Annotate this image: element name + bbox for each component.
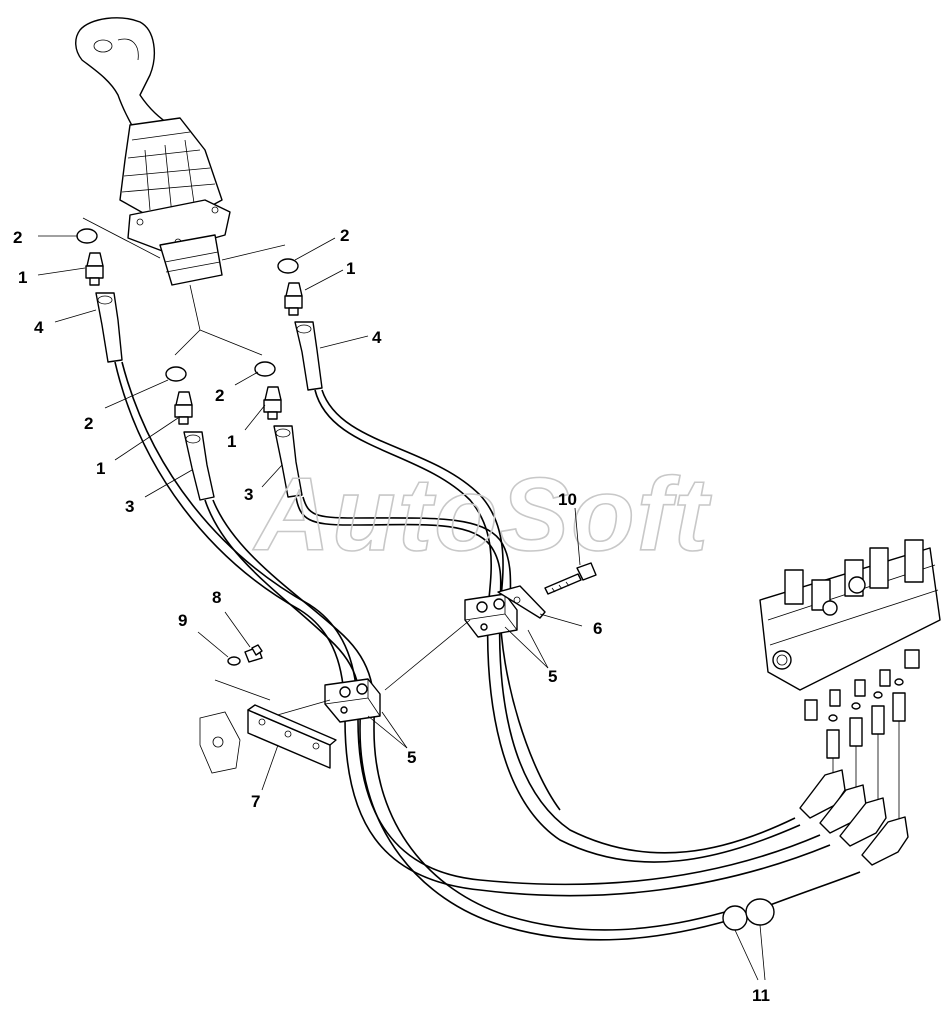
adapter-fitting — [86, 252, 104, 267]
callout-1: 1 — [227, 432, 236, 451]
callout-2: 2 — [84, 414, 93, 433]
hose-clamp-upper — [464, 593, 518, 638]
mounting-plate-7 — [247, 704, 337, 769]
callout-7: 7 — [251, 792, 260, 811]
control-valve-block — [722, 539, 941, 931]
callout-1: 1 — [18, 268, 27, 287]
hydraulic-hoses — [114, 361, 861, 941]
fitting-group-upper-left — [76, 228, 123, 363]
washer-9 — [227, 656, 241, 666]
bolt-8 — [244, 644, 263, 663]
callout-9: 9 — [178, 611, 187, 630]
fitting-group-middle-left — [165, 366, 215, 501]
callout-3: 3 — [125, 497, 134, 516]
hose-end-fitting — [95, 292, 123, 363]
callout-4: 4 — [372, 328, 382, 347]
o-ring — [76, 228, 98, 244]
fitting-group-upper-right — [277, 258, 323, 391]
callout-4: 4 — [34, 318, 44, 337]
callout-leaders — [37, 235, 766, 981]
callout-8: 8 — [212, 588, 221, 607]
callout-6: 6 — [593, 619, 602, 638]
callout-11: 11 — [752, 986, 770, 1005]
callout-2: 2 — [215, 386, 224, 405]
watermark: AutoSoft — [252, 457, 712, 573]
mounting-plate-6 — [497, 585, 546, 619]
hose-clamp-lower — [324, 678, 381, 723]
fitting-group-middle-right — [254, 361, 303, 498]
joystick-assembly — [75, 17, 286, 356]
callout-labels: 2 1 4 2 1 4 2 1 3 2 1 3 10 6 5 8 9 5 7 1… — [13, 226, 770, 1005]
callout-1: 1 — [96, 459, 105, 478]
callout-5: 5 — [407, 748, 416, 767]
callout-10: 10 — [558, 490, 577, 509]
o-ring — [277, 258, 299, 274]
callout-2: 2 — [13, 228, 22, 247]
bolt-10 — [544, 562, 597, 595]
callout-1: 1 — [346, 259, 355, 278]
callout-5: 5 — [548, 667, 557, 686]
callout-3: 3 — [244, 485, 253, 504]
callout-2: 2 — [340, 226, 349, 245]
